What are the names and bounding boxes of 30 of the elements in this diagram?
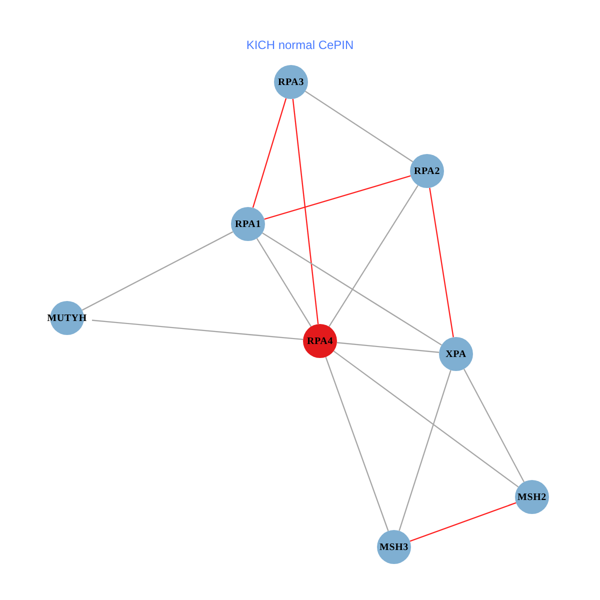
gene-label: RPA4	[306, 336, 333, 346]
chart-title: KICH normal CePIN	[245, 38, 355, 52]
gene-label: RPA2	[414, 166, 440, 176]
gene-node	[231, 207, 265, 241]
network-edge	[262, 232, 442, 346]
network-edge	[398, 370, 452, 531]
gene-node	[439, 337, 473, 371]
network-edge	[256, 238, 312, 327]
gene-label: RPA1	[234, 218, 261, 230]
gene-node	[303, 324, 337, 358]
gene-label: MSH3	[380, 542, 408, 552]
gene-node	[274, 65, 308, 99]
gene-label: XPA	[446, 348, 466, 360]
gene-label: MSH2	[518, 492, 546, 502]
network-edge	[463, 368, 525, 482]
gene-node	[515, 480, 549, 514]
network-edge	[429, 188, 454, 338]
network-edge	[252, 98, 287, 208]
network-edge	[333, 350, 519, 488]
network-edge	[82, 231, 234, 311]
network-edge	[410, 502, 516, 542]
gene-node	[410, 154, 444, 188]
network-edge	[325, 356, 389, 532]
gene-node	[377, 530, 411, 564]
network-edge	[264, 175, 411, 220]
network-edge	[292, 98, 319, 324]
network-edge	[92, 320, 304, 340]
network-edge	[328, 185, 418, 327]
gene-label: RPA3	[278, 76, 304, 88]
network-edge	[304, 90, 414, 162]
